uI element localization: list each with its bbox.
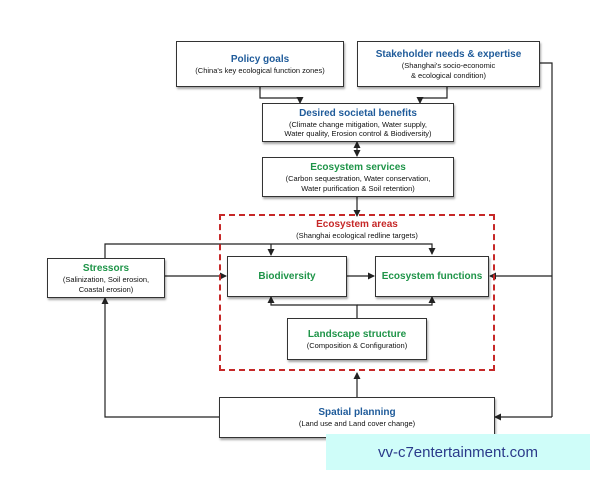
biodiversity-title: Biodiversity [258,271,316,282]
landscape-structure-box: Landscape structure (Composition & Confi… [287,318,427,360]
watermark-banner: vv-c7entertainment.com [326,434,590,470]
stressors-title: Stressors [82,263,130,274]
societal-benefits-line2: Water quality, Erosion control & Biodive… [284,129,432,138]
policy-goals-subtitle: (China's key ecological function zones) [195,65,325,75]
ecosystem-services-title: Ecosystem services [310,162,406,173]
connector-stressors-top [104,243,436,258]
societal-benefits-title: Desired societal benefits [299,107,417,119]
ecosystem-services-box: Ecosystem services (Carbon sequestration… [262,157,454,197]
ecosystem-areas-region [219,214,495,371]
stakeholder-title: Stakeholder needs & expertise [375,49,522,60]
ecosystem-areas-title: Ecosystem areas [316,219,398,230]
societal-benefits-box: Desired societal benefits (Climate chang… [262,103,454,142]
connector-landscape-functions [357,296,436,306]
connector-landscape-up [267,296,358,318]
landscape-structure-subtitle: (Composition & Configuration) [306,340,408,350]
stakeholder-line2: & ecological condition) [410,70,487,80]
arrow-planning-to-stressors [101,297,219,418]
spatial-planning-title: Spatial planning [318,407,396,419]
connector-stakeholder-right [540,62,553,417]
stressors-line2: Coastal erosion) [78,284,134,294]
policy-goals-box: Policy goals (China's key ecological fun… [176,41,344,87]
biodiversity-box: Biodiversity [227,256,347,297]
spatial-planning-subtitle: (Land use and Land cover change) [298,419,416,429]
ecosystem-services-line1: (Carbon sequestration, Water conservatio… [285,174,431,183]
ecosystem-functions-title: Ecosystem functions [381,271,483,282]
policy-goals-title: Policy goals [230,53,290,65]
arrow-policy-to-benefits [259,87,304,104]
stressors-line1: (Salinization, Soil erosion, [62,275,150,284]
arrow-stakeholder-to-benefits [416,87,448,104]
ecosystem-services-line2: Water purification & Soil retention) [301,183,415,193]
stressors-box: Stressors (Salinization, Soil erosion, C… [47,258,165,298]
landscape-structure-title: Landscape structure [307,328,407,340]
stakeholder-line1: (Shanghai's socio-economic [401,61,496,70]
societal-benefits-line1: (Climate change mitigation, Water supply… [289,119,427,129]
stakeholder-box: Stakeholder needs & expertise (Shanghai'… [357,41,540,87]
ecosystem-functions-box: Ecosystem functions [375,256,489,297]
ecosystem-areas-subtitle: (Shanghai ecological redline targets) [296,231,418,240]
spatial-planning-box: Spatial planning (Land use and Land cove… [219,397,495,438]
